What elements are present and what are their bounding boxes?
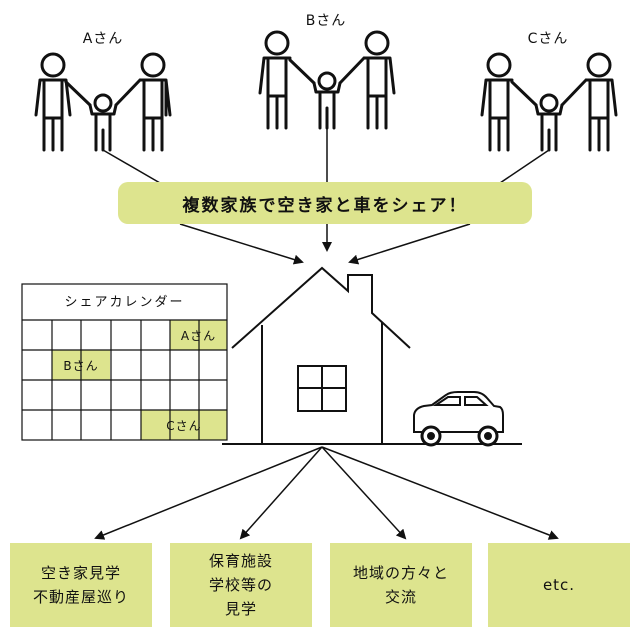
outcome-line: 交流 [384, 588, 417, 606]
outcome-line: 見学 [224, 600, 257, 618]
car-icon [413, 391, 504, 447]
outcome-box-etc: etc. [488, 543, 630, 627]
outcome-box-community: 地域の方々と 交流 [330, 543, 472, 627]
outcome-line: 地域の方々と [352, 564, 449, 582]
arrows-to-outcomes [94, 446, 559, 540]
family-c-label: Cさん [527, 31, 569, 47]
house-icon [222, 266, 522, 445]
arrows-to-house [179, 223, 471, 265]
outcome-box-school-tour: 保育施設 学校等の 見学 [170, 543, 312, 627]
outcome-line: 学校等の [208, 576, 273, 594]
family-b-label: Bさん [305, 13, 347, 29]
family-icon [34, 30, 618, 152]
outcome-line: 空き家見学 [40, 564, 121, 582]
outcome-line: 保育施設 [208, 552, 273, 570]
outcome-line: etc. [542, 576, 576, 594]
calendar-grid [21, 283, 228, 441]
calendar-entry-b: Bさん [63, 358, 99, 373]
share-banner: 複数家族で空き家と車をシェア！ [118, 182, 532, 224]
calendar-title: シェアカレンダー [64, 294, 185, 310]
calendar-entry-a: Aさん [180, 328, 217, 343]
outcome-line: 不動産屋巡り [32, 588, 129, 606]
family-a-label: Aさん [82, 31, 124, 47]
outcome-box-house-tour: 空き家見学 不動産屋巡り [10, 543, 152, 627]
calendar-entry-c: Cさん [166, 418, 202, 433]
window-icon [297, 365, 347, 412]
family-connectors [102, 128, 550, 184]
